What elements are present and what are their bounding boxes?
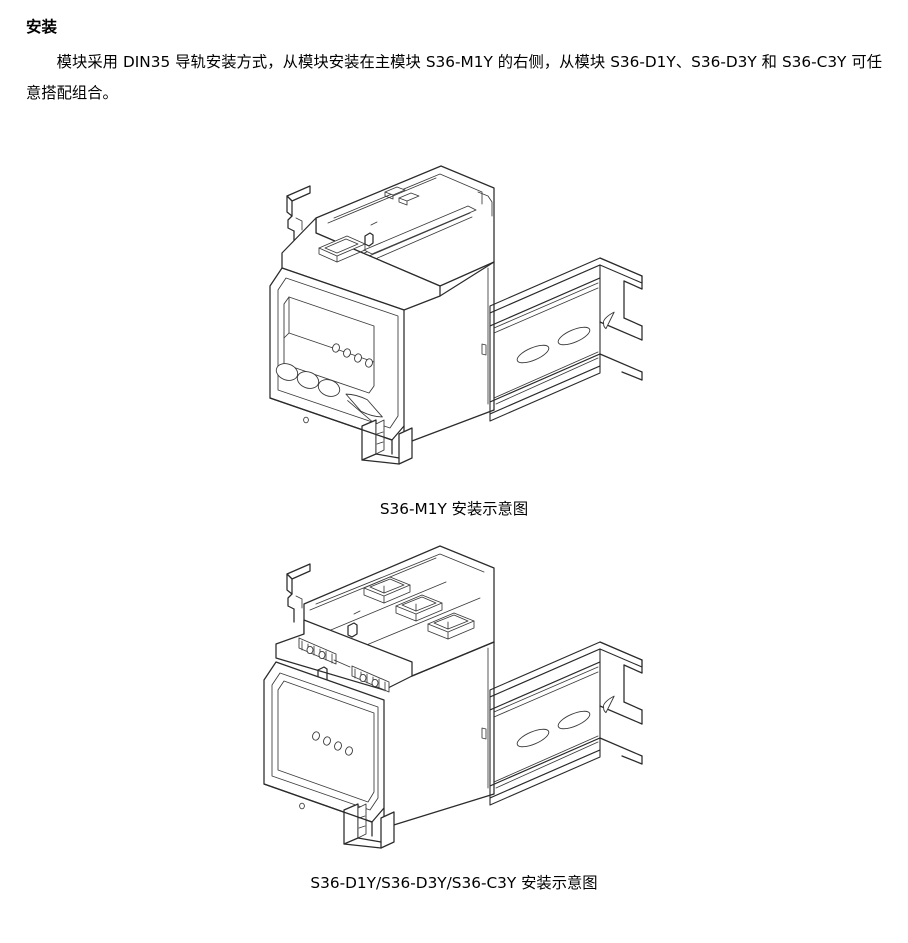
push-button — [296, 371, 320, 389]
led-indicator — [312, 731, 320, 741]
diagram-s36-m1y-installation — [269, 165, 643, 465]
figure-caption-1: S36-M1Y 安装示意图 — [379, 500, 529, 518]
led-indicator — [343, 348, 351, 358]
top-clip-detail — [347, 622, 358, 638]
led-indicator — [345, 746, 353, 756]
top-terminal-detail — [384, 186, 406, 196]
din-clip — [398, 427, 413, 465]
din-rail-figure-1 — [489, 257, 643, 422]
diagram-s36-slave-installation — [263, 545, 643, 849]
rail-slot — [557, 326, 591, 346]
din-rail-figure-2 — [489, 641, 643, 806]
din-clip — [343, 803, 359, 845]
screw-dot — [303, 416, 309, 424]
indicator-leds — [332, 343, 373, 368]
body-paragraph: 模块采用 DIN35 导轨安装方式，从模块安装在主模块 S36-M1Y 的右侧，… — [26, 53, 882, 102]
top-terminal-ports — [363, 576, 475, 640]
rail-slot — [516, 344, 550, 364]
screw-dot — [299, 802, 305, 810]
top-terminal-detail — [398, 192, 420, 202]
vent-hole — [481, 343, 487, 356]
module-body-s36-m1y — [269, 165, 495, 465]
figure-s36-m1y: S36-M1Y 安装示意图 — [0, 158, 908, 520]
push-button — [317, 379, 341, 397]
din-rail-clips — [343, 803, 395, 849]
section-heading: 安装 — [26, 18, 58, 36]
led-indicator — [323, 736, 331, 746]
text-block: 安装 模块采用 DIN35 导轨安装方式，从模块安装在主模块 S36-M1Y 的… — [26, 16, 882, 109]
din-clip — [380, 811, 395, 849]
vent-hole — [481, 727, 487, 740]
rail-slot — [557, 710, 591, 730]
led-indicator — [354, 353, 362, 363]
led-indicator — [334, 741, 342, 751]
rail-slot — [516, 728, 550, 748]
push-buttons — [275, 363, 341, 397]
enclosure-shoulder — [275, 619, 413, 691]
led-indicator — [365, 358, 373, 368]
connector-strip — [351, 665, 390, 693]
din-rail-clips — [361, 419, 413, 465]
led-indicator — [332, 343, 340, 353]
connector-strip — [298, 637, 337, 665]
din-clip — [361, 419, 377, 461]
push-button — [275, 363, 299, 381]
module-body-slave — [263, 545, 495, 849]
figure-caption-2: S36-D1Y/S36-D3Y/S36-C3Y 安装示意图 — [310, 874, 598, 892]
indicator-leds — [312, 731, 353, 756]
figure-s36-slave-modules: S36-D1Y/S36-D3Y/S36-C3Y 安装示意图 — [0, 540, 908, 894]
